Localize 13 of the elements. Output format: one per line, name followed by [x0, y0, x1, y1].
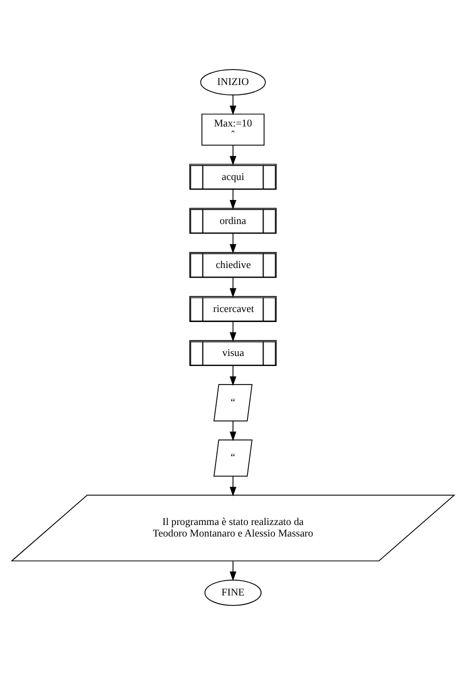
- arrow: [230, 233, 236, 254]
- arrow: [230, 144, 236, 166]
- node-box: Max:=10 ˆ: [201, 114, 265, 146]
- arrow: [230, 476, 236, 496]
- arrow: [230, 560, 236, 582]
- arrow: [230, 321, 236, 342]
- node-ellipse: INIZIO: [200, 69, 266, 96]
- arrow: [230, 365, 236, 386]
- arrow: [230, 277, 236, 298]
- arrow: [230, 189, 236, 210]
- arrow: [230, 94, 236, 116]
- node-ellipse: FINE: [204, 580, 262, 606]
- arrow: [230, 420, 236, 442]
